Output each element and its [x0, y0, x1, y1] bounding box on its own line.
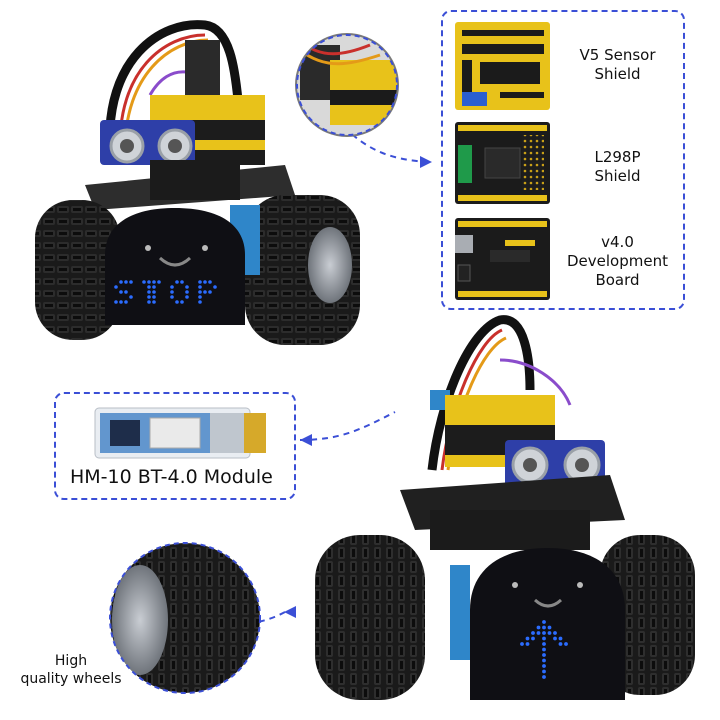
pointer-arrowhead	[300, 434, 312, 446]
led-dot	[525, 636, 530, 641]
led-dot	[553, 631, 557, 635]
led-dot	[542, 620, 546, 624]
led-dot	[157, 280, 161, 284]
led-matrix-top	[114, 280, 217, 304]
led-dot	[170, 290, 174, 294]
led-dot	[142, 280, 146, 284]
led-dot	[114, 285, 118, 289]
led-dot	[542, 636, 546, 641]
led-dot	[170, 295, 174, 299]
led-dot	[542, 675, 546, 679]
led-dot	[124, 280, 128, 284]
led-dot	[208, 290, 212, 294]
led-dot	[542, 653, 546, 657]
label-line: L298P	[594, 148, 641, 166]
label-line: High	[54, 653, 88, 669]
led-dot	[198, 285, 202, 289]
l298p-shield-label: L298P Shield	[555, 148, 680, 186]
led-dot	[198, 290, 202, 294]
led-dot	[542, 647, 546, 652]
label-line: Board	[595, 271, 640, 289]
label-line: v4.0	[601, 233, 634, 251]
led-dot	[542, 631, 546, 635]
robot-bottom-image	[315, 315, 695, 700]
led-dot	[147, 295, 151, 299]
led-dot	[119, 290, 123, 294]
label-line: Development	[567, 252, 668, 270]
led-dot	[558, 642, 563, 646]
led-dot	[124, 290, 128, 294]
boards-panel	[441, 10, 685, 310]
led-dot	[185, 290, 189, 294]
led-dot	[152, 285, 156, 289]
led-dot	[175, 280, 179, 284]
led-dot	[175, 300, 179, 304]
led-dot	[542, 625, 546, 630]
led-dot	[536, 631, 541, 635]
led-dot	[147, 285, 151, 289]
led-dot	[531, 636, 535, 641]
led-dot	[213, 285, 217, 289]
led-dot	[203, 280, 207, 284]
zoom-circle-top	[295, 33, 399, 137]
led-dot	[547, 631, 552, 635]
pointer-arrow-module	[299, 411, 396, 441]
led-dot	[119, 300, 123, 304]
led-dot	[170, 285, 174, 289]
led-dot	[531, 631, 535, 635]
led-dot	[558, 636, 563, 641]
led-dot	[114, 300, 118, 304]
hm10-label: HM-10 BT-4.0 Module	[70, 466, 273, 488]
led-dot	[203, 290, 207, 294]
boards-panel-art	[455, 22, 550, 300]
led-dot	[180, 280, 184, 284]
led-dot	[147, 280, 151, 284]
led-dot	[525, 642, 530, 646]
label-line: quality wheels	[20, 671, 122, 687]
zoom-circle-wheels	[109, 542, 261, 694]
led-dot	[542, 664, 546, 668]
robot-top-image	[35, 20, 360, 345]
led-dot	[198, 295, 202, 299]
pointer-arrowhead	[284, 606, 296, 618]
label-line: V5 Sensor	[579, 46, 656, 64]
hm10-panel	[54, 392, 296, 500]
led-dot	[147, 290, 151, 294]
led-dot	[129, 295, 133, 299]
pointer-arrow-wheels	[239, 611, 286, 626]
led-dot	[152, 300, 156, 304]
led-dot	[152, 295, 156, 299]
led-matrix-bottom	[520, 620, 568, 679]
wheels-label: High quality wheels	[6, 652, 136, 688]
led-dot	[542, 669, 546, 674]
led-dot	[520, 642, 524, 646]
label-line: Shield	[594, 65, 641, 83]
led-dot	[536, 625, 541, 630]
led-dot	[208, 280, 212, 284]
led-dot	[152, 280, 156, 284]
v40-board-label: v4.0 Development Board	[555, 233, 680, 290]
led-dot	[198, 300, 202, 304]
led-dot	[180, 300, 184, 304]
led-dot	[129, 280, 133, 284]
led-dot	[542, 658, 546, 663]
led-dot	[542, 642, 546, 646]
led-dot	[152, 290, 156, 294]
label-line: Shield	[594, 167, 641, 185]
v5-sensor-shield-label: V5 Sensor Shield	[555, 46, 680, 84]
led-dot	[147, 300, 151, 304]
led-dot	[553, 636, 557, 641]
pointer-arrowhead	[420, 156, 432, 168]
led-dot	[185, 285, 189, 289]
led-dot	[547, 625, 552, 630]
led-dot	[124, 300, 128, 304]
led-dot	[198, 280, 202, 284]
led-dot	[185, 295, 189, 299]
led-dot	[564, 642, 568, 646]
hm10-module-art	[94, 407, 266, 459]
led-dot	[119, 280, 123, 284]
